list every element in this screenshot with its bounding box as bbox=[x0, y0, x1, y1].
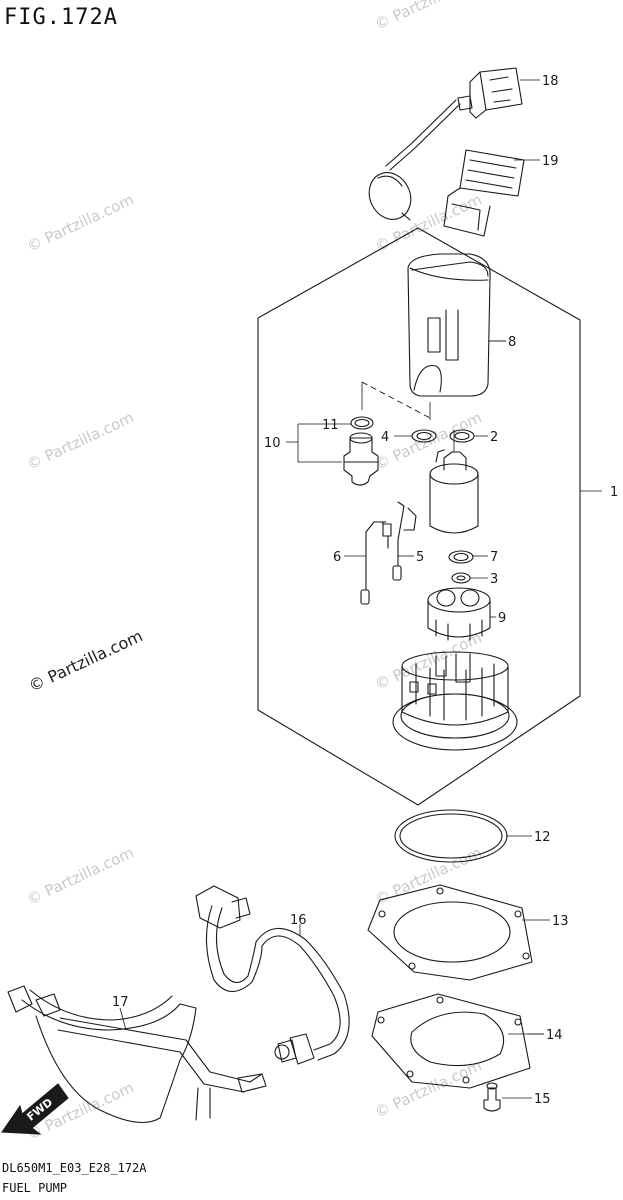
part-8-filter bbox=[407, 253, 506, 397]
part-16-fuel-hose bbox=[195, 885, 350, 1065]
part-9-regulator bbox=[427, 587, 491, 641]
alignment-dash bbox=[361, 381, 431, 419]
callout-7: 7 bbox=[490, 550, 498, 565]
part-18-fuel-level-sensor bbox=[368, 67, 523, 221]
callout-11: 11 bbox=[322, 418, 339, 433]
fwd-arrow: FWD bbox=[1, 1083, 69, 1135]
callout-17: 17 bbox=[112, 995, 129, 1010]
leader-lines bbox=[286, 79, 602, 1035]
part-17-hose-assembly bbox=[7, 985, 267, 1123]
part-19-bracket bbox=[443, 149, 525, 237]
part-12-gasket bbox=[394, 809, 532, 863]
callout-5: 5 bbox=[416, 550, 424, 565]
callout-12: 12 bbox=[534, 830, 551, 845]
footer-code: DL650M1_E03_E28_172A bbox=[2, 1161, 147, 1175]
callout-19: 19 bbox=[542, 154, 559, 169]
callout-15: 15 bbox=[534, 1092, 551, 1107]
callout-14: 14 bbox=[546, 1028, 563, 1043]
callout-6: 6 bbox=[333, 550, 341, 565]
callout-2: 2 bbox=[490, 430, 498, 445]
part-13-retainer-plate bbox=[367, 884, 550, 981]
watermark-text: © Partzilla.com bbox=[372, 0, 485, 34]
part-6-wire-lead bbox=[360, 521, 392, 605]
callout-labels: 1 2 3 4 5 6 7 8 9 10 11 12 13 14 15 16 1… bbox=[112, 74, 618, 1107]
footer-caption: FUEL PUMP bbox=[2, 1181, 67, 1195]
part-3-washer bbox=[451, 572, 471, 584]
part-5-wire-lead bbox=[392, 501, 417, 581]
part-15-bolt bbox=[483, 1082, 532, 1112]
callout-4: 4 bbox=[381, 430, 389, 445]
callout-9: 9 bbox=[498, 611, 506, 626]
assembly-outline bbox=[257, 227, 581, 806]
watermark-text: © Partzilla.com bbox=[372, 1056, 485, 1121]
part-10-fitting bbox=[343, 432, 379, 486]
callout-8: 8 bbox=[508, 335, 516, 350]
fuel-pump-motor bbox=[429, 402, 479, 534]
watermark-text: © Partzilla.com bbox=[372, 843, 485, 908]
figure-title: FIG.172A bbox=[4, 5, 118, 30]
part-11-o-ring bbox=[350, 416, 374, 430]
callout-10: 10 bbox=[264, 436, 281, 451]
callout-1: 1 bbox=[610, 485, 618, 500]
pump-housing bbox=[392, 651, 518, 751]
watermark-text: © Partzilla.com bbox=[26, 626, 146, 695]
watermark-text: © Partzilla.com bbox=[24, 190, 137, 255]
callout-16: 16 bbox=[290, 913, 307, 928]
watermark-text: © Partzilla.com bbox=[24, 408, 137, 473]
part-7-o-ring bbox=[448, 550, 474, 564]
callout-3: 3 bbox=[490, 572, 498, 587]
watermark-text: © Partzilla.com bbox=[24, 843, 137, 908]
callout-18: 18 bbox=[542, 74, 559, 89]
callout-13: 13 bbox=[552, 914, 569, 929]
